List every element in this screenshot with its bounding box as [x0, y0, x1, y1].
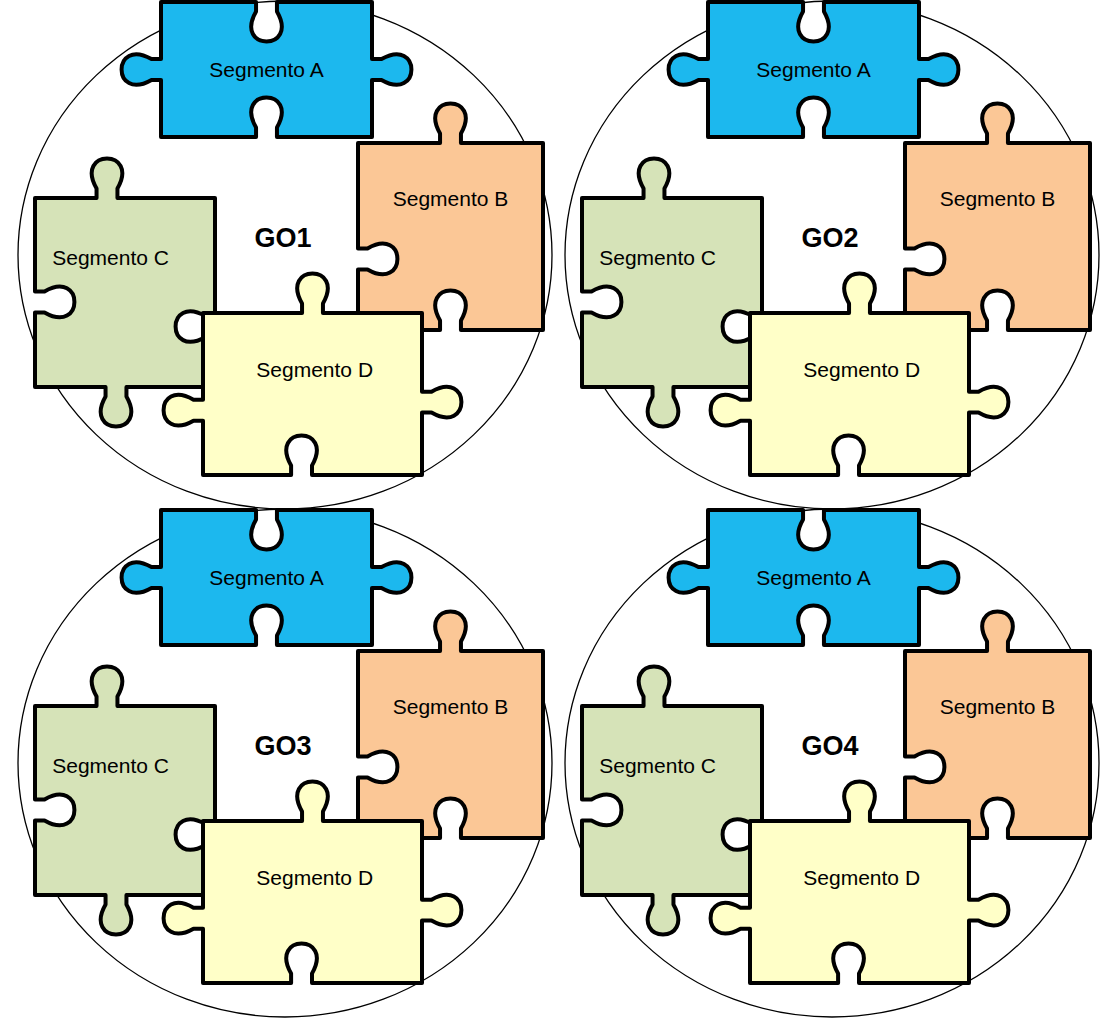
puzzle-piece: Segmento B	[905, 105, 1090, 330]
puzzle-piece: Segmento B	[905, 613, 1090, 838]
puzzle-outline	[358, 105, 543, 330]
segment-label: Segmento B	[940, 695, 1056, 719]
puzzle-piece: Segmento D	[165, 783, 460, 983]
circle-outline	[565, 1, 1099, 509]
puzzle-outline	[669, 510, 959, 645]
segment-label: Segmento D	[803, 358, 920, 382]
segment-label: Segmento B	[393, 695, 509, 719]
puzzle-piece: Segmento B	[358, 105, 543, 330]
circle-outline	[18, 509, 552, 1017]
puzzle-outline	[711, 782, 1009, 983]
group-label: GO2	[801, 223, 858, 254]
segment-label: Segmento A	[209, 566, 323, 590]
puzzle-outline	[35, 160, 215, 425]
segment-label: Segmento C	[52, 754, 169, 778]
circle-outline	[565, 509, 1099, 1017]
puzzle-outline	[164, 782, 462, 983]
puzzle-outline	[35, 668, 215, 933]
puzzle-piece: Segmento D	[712, 783, 1007, 983]
group-circle: Segmento A Segmento B Segmento C Segmento D…	[564, 0, 1100, 510]
puzzle-outline	[35, 667, 215, 935]
group-circle: Segmento A Segmento B Segmento C Segmento D…	[17, 0, 553, 510]
segment-label: Segmento D	[803, 866, 920, 890]
group-label: GO3	[254, 731, 311, 762]
segment-label: Segmento C	[599, 754, 716, 778]
puzzle-outline	[582, 159, 762, 427]
puzzle-piece: Segmento D	[712, 275, 1007, 475]
puzzle-piece: Segmento C	[35, 668, 215, 933]
puzzle-piece: Segmento A	[670, 2, 957, 137]
puzzle-piece: Segmento D	[165, 275, 460, 475]
puzzle-piece: Segmento C	[582, 160, 762, 425]
segment-label: Segmento A	[756, 566, 870, 590]
puzzle-outline	[164, 274, 462, 475]
puzzle-outline	[669, 2, 959, 137]
puzzle-outline	[122, 510, 412, 645]
puzzle-piece: Segmento B	[358, 613, 543, 838]
puzzle-outline	[358, 104, 543, 330]
group-circle: Segmento A Segmento B Segmento C Segmento D…	[564, 508, 1100, 1018]
puzzle-outline	[905, 613, 1090, 838]
segment-label: Segmento A	[756, 58, 870, 82]
puzzle-piece: Segmento A	[123, 510, 410, 645]
segment-label: Segmento A	[209, 58, 323, 82]
segment-label: Segmento B	[393, 187, 509, 211]
puzzle-outline	[905, 105, 1090, 330]
puzzle-outline	[582, 668, 762, 933]
puzzle-outline	[582, 160, 762, 425]
group-label: GO1	[254, 223, 311, 254]
puzzle-piece: Segmento A	[123, 2, 410, 137]
puzzle-outline	[122, 2, 412, 137]
segment-label: Segmento C	[599, 246, 716, 270]
segment-label: Segmento D	[256, 866, 373, 890]
puzzle-outline	[905, 104, 1090, 330]
segment-label: Segmento B	[940, 187, 1056, 211]
group-label: GO4	[801, 731, 858, 762]
puzzle-outline	[358, 612, 543, 838]
group-circle: Segmento A Segmento B Segmento C Segmento D…	[17, 508, 553, 1018]
segment-label: Segmento D	[256, 358, 373, 382]
puzzle-outline	[582, 667, 762, 935]
segment-label: Segmento C	[52, 246, 169, 270]
circle-outline	[18, 1, 552, 509]
puzzle-piece: Segmento C	[582, 668, 762, 933]
puzzle-outline	[905, 612, 1090, 838]
puzzle-outline	[358, 613, 543, 838]
puzzle-piece: Segmento C	[35, 160, 215, 425]
puzzle-piece: Segmento A	[670, 510, 957, 645]
puzzle-outline	[35, 159, 215, 427]
puzzle-outline	[711, 274, 1009, 475]
